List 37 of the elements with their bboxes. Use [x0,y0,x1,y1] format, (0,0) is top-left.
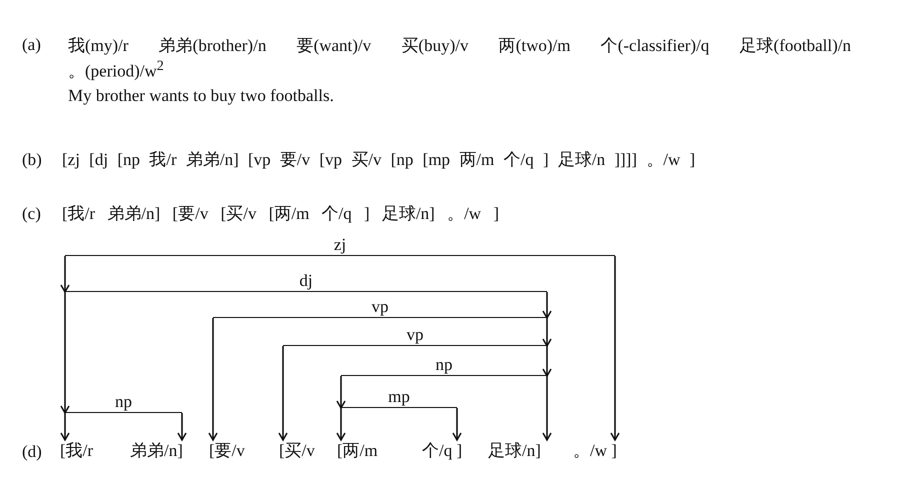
bracket-notation: [zj [dj [np 我/r 弟弟/n] [vp 要/v [vp 买/v [np [mp 两/m 个/q ] 足球/n ]]]] 。/w ] [62,150,696,170]
bracket: vp [283,325,547,346]
token: 。/w ] [573,440,623,462]
token: [要/v [209,440,261,462]
bracket: dj [65,271,547,292]
bracket-notation: [我/r 弟弟/n] [要/v [买/v [两/m 个/q ] 足球/n] 。/w ] [62,204,499,224]
gloss-text: 我(my)/r 弟弟(brother)/n 要(want)/v 买(buy)/v 两(two)/m 个(-classifier)/q 足球(football)/n 。(period)/w$^{2}$ [68,35,852,82]
arrow [610,256,620,441]
arrow [542,318,552,347]
bracket: zj [65,235,615,256]
arrow [60,292,70,414]
arrow [452,408,462,441]
item-marker: (d) [22,442,42,462]
item-marker: (c) [22,204,41,224]
token: [我/r [60,440,110,462]
token: 弟弟/n] [130,440,186,462]
arrow [60,413,70,441]
token: [买/v [279,440,331,462]
arrow [336,408,346,441]
token: 足球/n] [488,440,550,462]
token: 个/q ] [422,440,472,462]
token: [两/m [337,440,397,462]
item-marker: (b) [22,150,42,170]
arrow [542,292,552,319]
bracket: mp [341,387,457,408]
bracket: np [341,355,547,376]
arrow [542,346,552,377]
arrow [542,376,552,441]
bracket: np [65,392,182,413]
arrow [336,376,346,409]
arrow [208,318,218,441]
item-marker: (a) [22,35,41,55]
bracket: vp [213,297,547,318]
arrow [278,346,288,441]
arrow [177,413,187,441]
arrow [60,256,70,293]
translation-text: My brother wants to buy two footballs. [68,86,334,106]
